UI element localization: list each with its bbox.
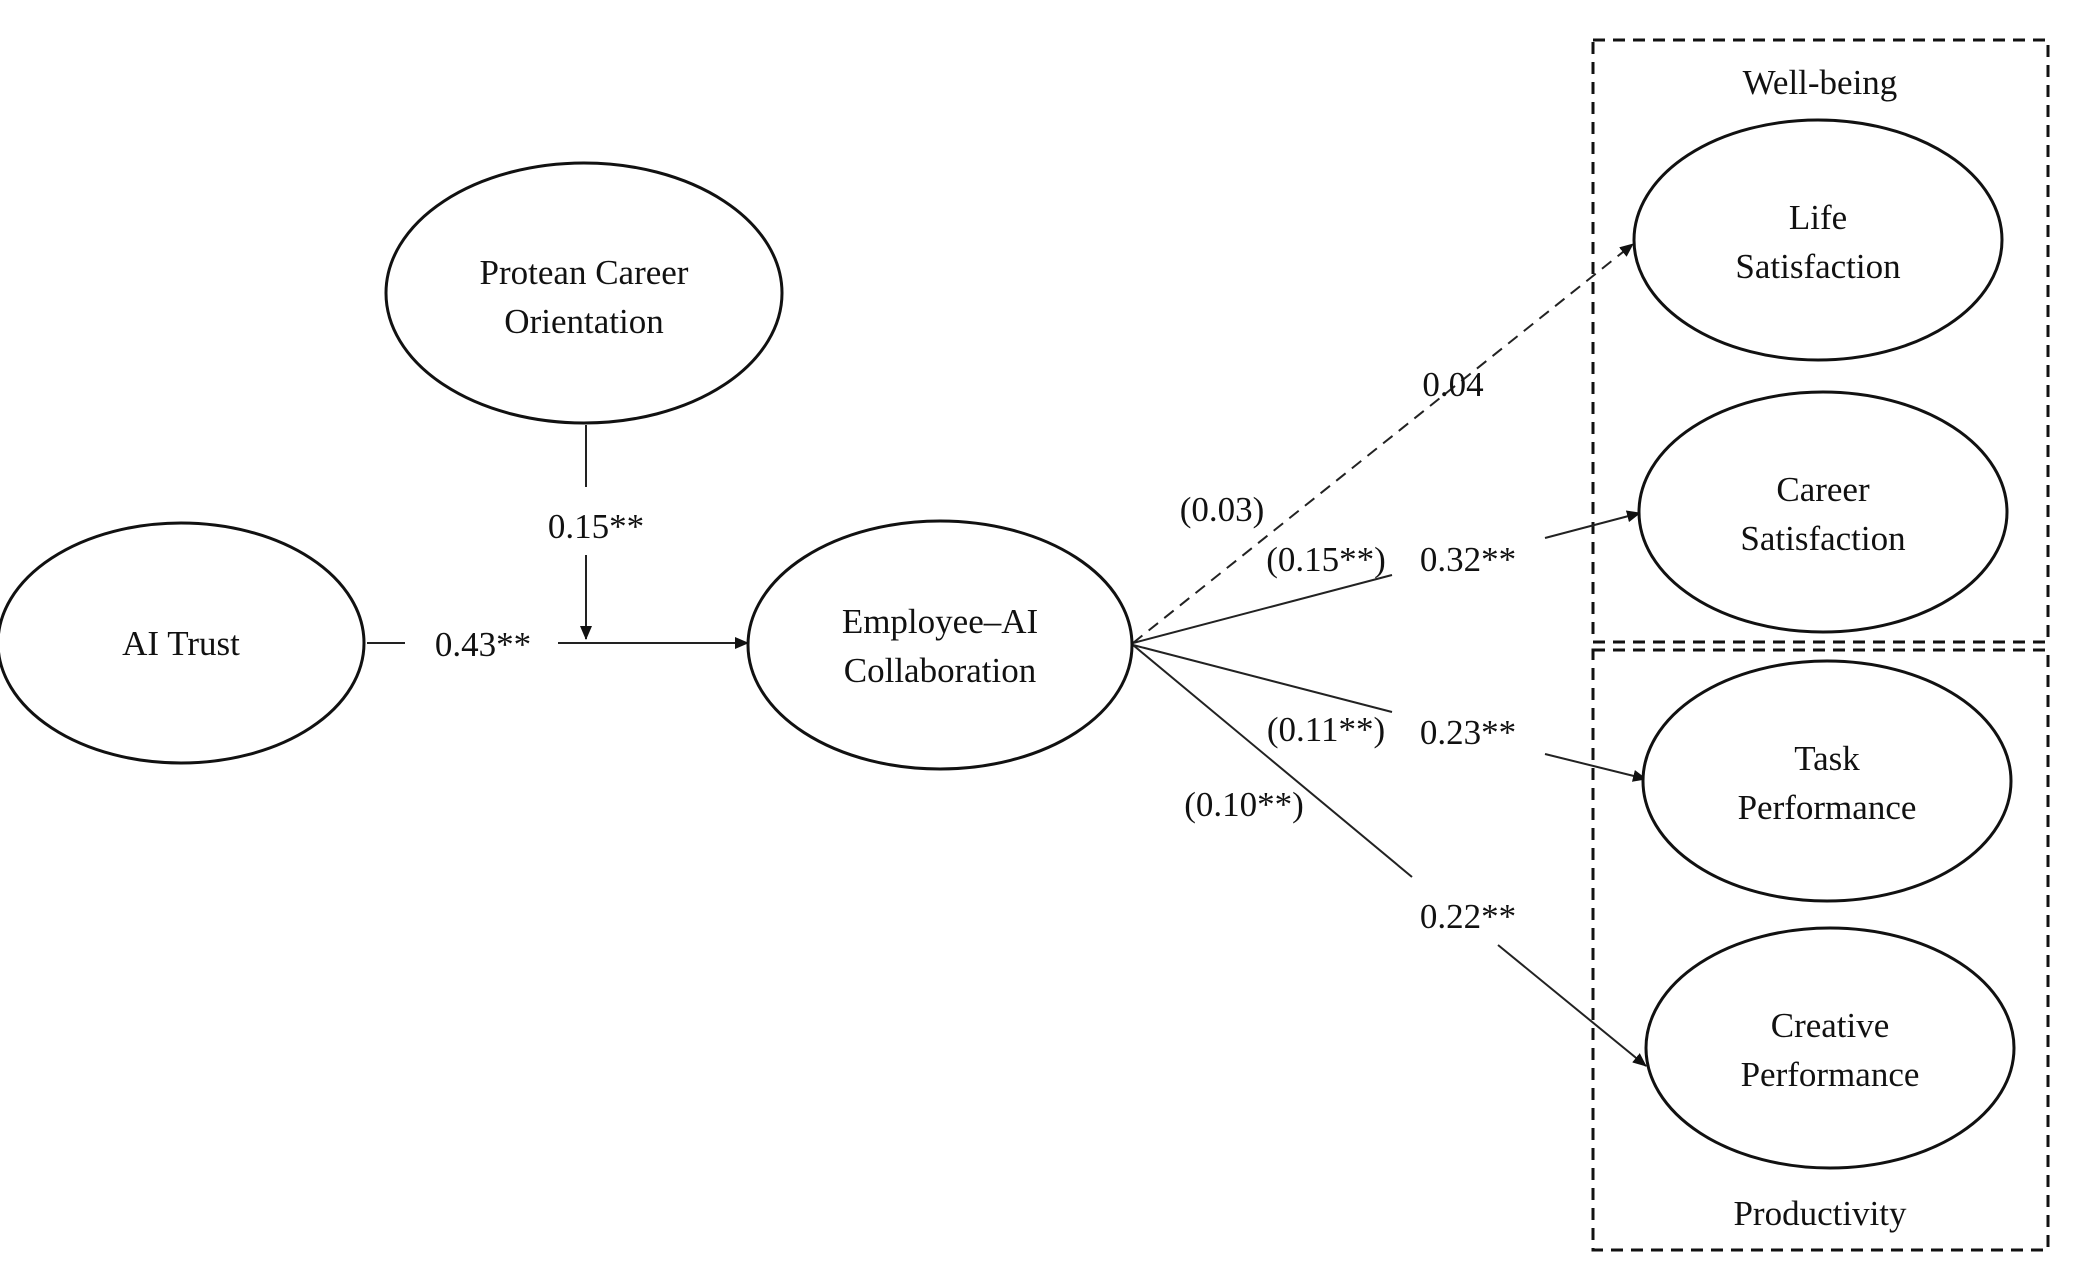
edge-collab-task: 0.23** (0.11**): [1132, 644, 1647, 782]
node-employee-ai-collaboration: Employee–AI Collaboration: [746, 519, 1134, 771]
node-employee-ai-collaboration-label-2: Collaboration: [844, 651, 1036, 690]
node-life-satisfaction-ellipse: [1632, 118, 2004, 362]
coef-collab-life: 0.04: [1422, 365, 1483, 404]
node-creative-performance: Creative Performance: [1644, 926, 2016, 1170]
node-protean-career-ellipse: [384, 161, 784, 425]
coef-collab-career: 0.32**: [1420, 540, 1516, 579]
node-task-performance-label-1: Task: [1794, 739, 1860, 778]
wellbeing-label: Well-being: [1743, 63, 1898, 102]
productivity-box: [1591, 648, 2050, 1252]
node-creative-performance-label-1: Creative: [1771, 1006, 1890, 1045]
edge-collab-career: 0.32** (0.15**): [1132, 510, 1641, 644]
coef-moderation: 0.15**: [548, 507, 644, 546]
edge-collab-creative-left: [1132, 644, 1413, 878]
edge-collab-creative-right: [1497, 944, 1647, 1067]
node-ai-trust-ellipse: [0, 521, 366, 765]
indirect-collab-career: (0.15**): [1266, 540, 1386, 579]
node-employee-ai-collaboration-label-1: Employee–AI: [842, 602, 1038, 641]
node-life-satisfaction-label-1: Life: [1789, 198, 1847, 237]
indirect-collab-creative: (0.10**): [1184, 785, 1304, 824]
node-task-performance-label-2: Performance: [1738, 788, 1917, 827]
node-protean-career-label-1: Protean Career: [480, 253, 689, 292]
coef-collab-creative: 0.22**: [1420, 897, 1516, 936]
node-employee-ai-collaboration-ellipse: [746, 519, 1134, 771]
indirect-collab-life: (0.03): [1180, 490, 1265, 529]
edge-collab-life-line: [1132, 243, 1634, 644]
wellbeing-box: [1591, 38, 2050, 644]
node-ai-trust: AI Trust: [0, 521, 366, 765]
node-career-satisfaction-ellipse: [1637, 390, 2009, 634]
node-protean-career: Protean Career Orientation: [384, 161, 784, 425]
edge-collab-career-right: [1544, 510, 1641, 539]
node-creative-performance-ellipse: [1644, 926, 2016, 1170]
edge-collab-creative: 0.22** (0.10**): [1132, 644, 1647, 1067]
edge-trust-collab: 0.43**: [367, 625, 749, 664]
productivity-label: Productivity: [1733, 1194, 1907, 1233]
edge-collab-career-left: [1132, 574, 1393, 644]
coef-collab-task: 0.23**: [1420, 713, 1516, 752]
node-career-satisfaction: Career Satisfaction: [1637, 390, 2009, 634]
node-life-satisfaction: Life Satisfaction: [1632, 118, 2004, 362]
coef-trust-collab: 0.43**: [435, 625, 531, 664]
wellbeing-group: Well-being: [1591, 38, 2050, 644]
node-ai-trust-label: AI Trust: [122, 624, 240, 663]
edge-collab-task-left: [1132, 644, 1393, 713]
indirect-collab-task: (0.11**): [1267, 710, 1385, 749]
node-task-performance: Task Performance: [1641, 659, 2013, 903]
node-creative-performance-label-2: Performance: [1741, 1055, 1920, 1094]
node-life-satisfaction-label-2: Satisfaction: [1735, 247, 1900, 286]
node-career-satisfaction-label-2: Satisfaction: [1740, 519, 1905, 558]
edge-moderation: 0.15**: [548, 425, 644, 640]
edge-collab-task-right: [1544, 753, 1647, 782]
edge-collab-life: 0.04 (0.03): [1132, 243, 1634, 644]
node-career-satisfaction-label-1: Career: [1776, 470, 1870, 509]
node-protean-career-label-2: Orientation: [504, 302, 663, 341]
productivity-group: Productivity: [1591, 648, 2050, 1252]
node-task-performance-ellipse: [1641, 659, 2013, 903]
